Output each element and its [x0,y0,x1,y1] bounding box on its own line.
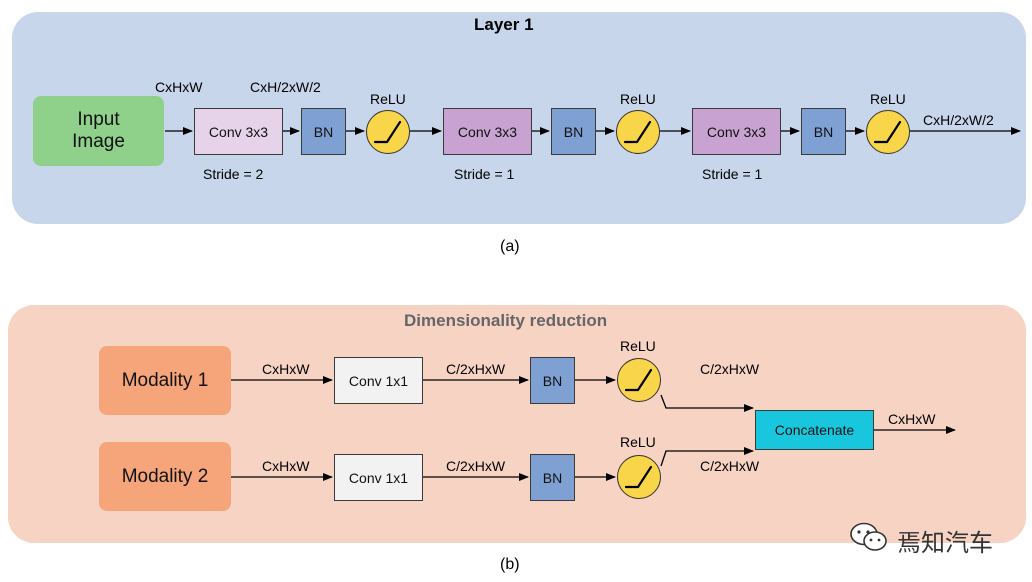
modality-1-label: Modality 1 [121,369,209,391]
dim-out-row-1: C/2xHxW [700,361,760,377]
bn-block-3: BN [801,108,846,155]
relu-label-row-2: ReLU [620,434,656,450]
modality-2-label: Modality 2 [121,465,209,487]
caption-b: (b) [500,556,520,573]
dim-in-row-2: CxHxW [262,458,310,474]
conv1x1-row-1-label: Conv 1x1 [348,372,409,389]
relu-label-3: ReLU [870,91,906,107]
modality-2-box: Modality 2 [99,442,231,511]
conv1x1-row-1: Conv 1x1 [334,357,423,404]
stride-label-2: Stride = 1 [454,166,515,182]
watermark-text: 焉知汽车 [897,529,993,557]
wechat-icon [848,521,890,553]
bn-row-2-label: BN [542,469,563,486]
dim-mid-row-1: C/2xHxW [446,361,506,377]
input-image-box: Input Image [33,96,164,166]
bn-row-1: BN [530,357,575,404]
dim-output: CxH/2xW/2 [923,112,994,128]
bn-block-1: BN [301,108,346,155]
relu-label-1: ReLU [370,91,406,107]
conv1x1-row-2-label: Conv 1x1 [348,469,409,486]
concatenate-label: Concatenate [774,422,855,438]
conv-block-2-label: Conv 3x3 [457,123,518,140]
relu-icon-1 [366,110,410,154]
relu-label-row-1: ReLU [620,338,656,354]
stride-label-1: Stride = 2 [203,166,264,182]
relu-icon-3 [866,110,910,154]
conv-block-2: Conv 3x3 [443,108,532,155]
caption-a: (a) [500,238,520,255]
dim-mid-row-2: C/2xHxW [446,458,506,474]
relu-icon-row-1 [617,358,661,402]
input-image-label: Input Image [72,109,125,152]
conv1x1-row-2: Conv 1x1 [334,454,423,501]
conv-block-1: Conv 3x3 [194,108,283,155]
bn-row-2: BN [530,454,575,501]
dim-after-stride: CxH/2xW/2 [250,79,321,95]
dim-out-row-2: C/2xHxW [700,458,760,474]
stride-label-3: Stride = 1 [702,166,763,182]
panel-a-title: Layer 1 [474,15,534,34]
conv-block-3: Conv 3x3 [692,108,781,155]
relu-label-2: ReLU [620,91,656,107]
conv-block-3-label: Conv 3x3 [706,123,767,140]
panel-b-title: Dimensionality reduction [404,311,608,330]
bn-block-3-label: BN [813,123,834,140]
dim-in-row-1: CxHxW [262,361,310,377]
bn-row-1-label: BN [542,372,563,389]
conv-block-1-label: Conv 3x3 [208,123,269,140]
bn-block-1-label: BN [313,123,334,140]
modality-1-box: Modality 1 [99,346,231,415]
relu-icon-2 [616,110,660,154]
relu-icon-row-2 [617,455,661,499]
dim-final: CxHxW [888,411,936,427]
bn-block-2-label: BN [563,123,584,140]
dim-input: CxHxW [155,79,203,95]
concatenate-box: Concatenate [755,410,874,450]
bn-block-2: BN [551,108,596,155]
